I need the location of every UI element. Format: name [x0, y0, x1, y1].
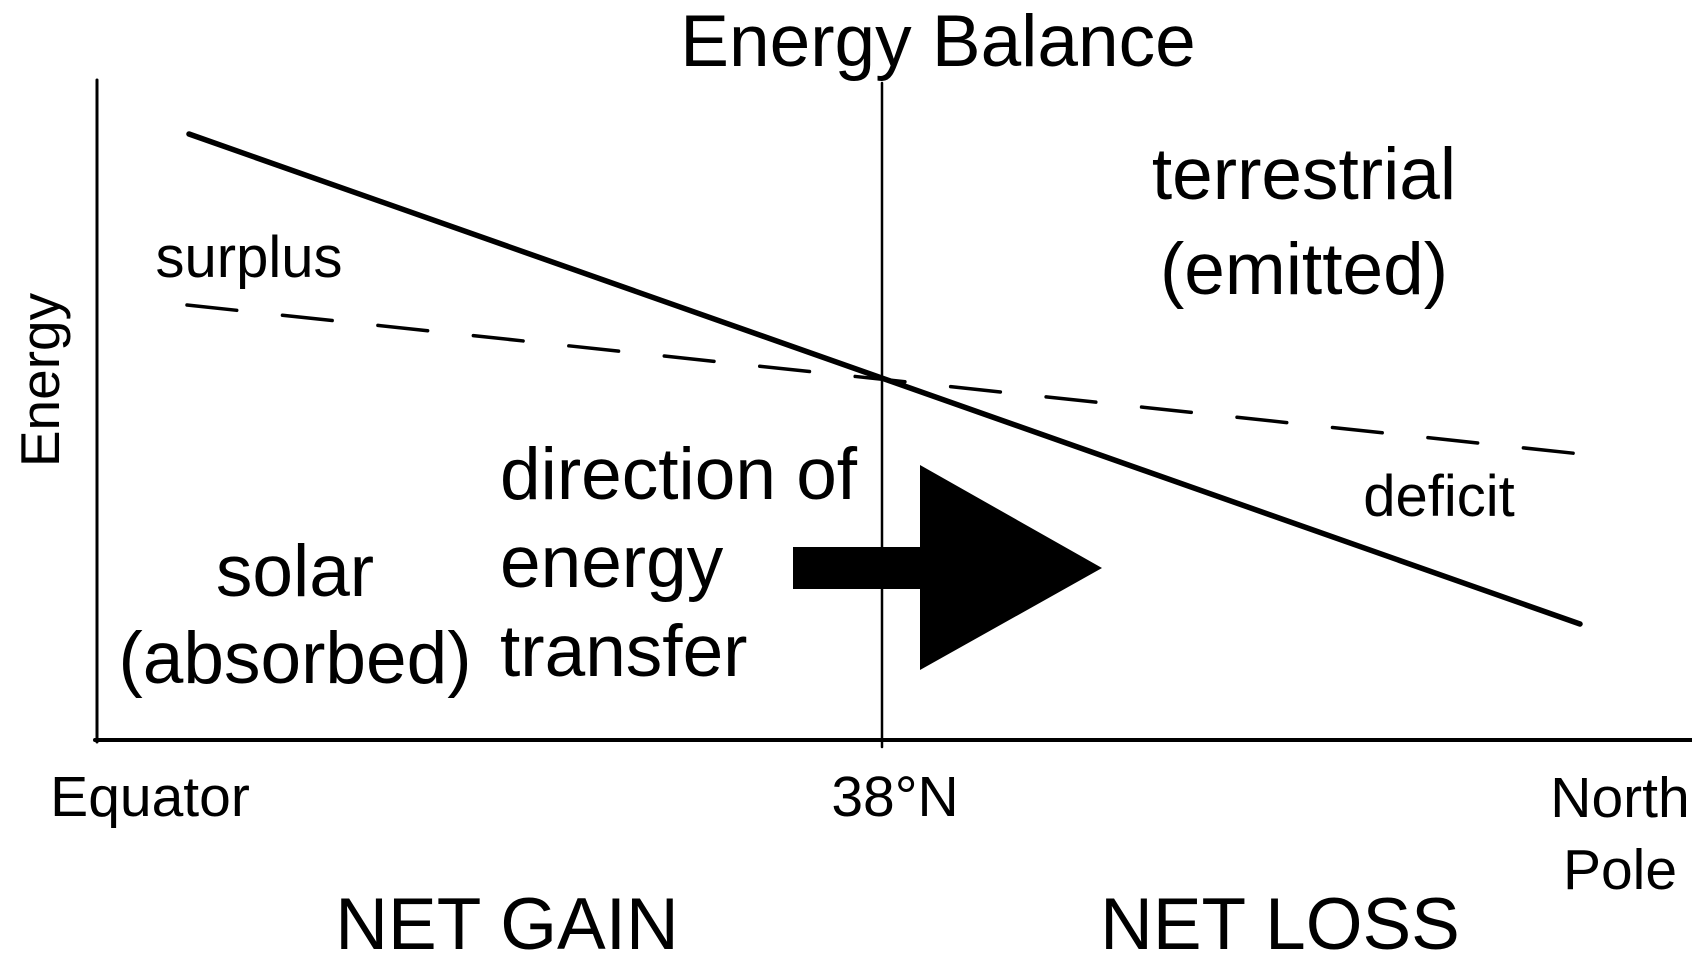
net-gain-region-label: NET GAIN — [335, 884, 679, 965]
deficit-annotation: deficit — [1363, 464, 1515, 529]
x-tick-equator: Equator — [50, 765, 250, 829]
energy-transfer-annotation: direction of energy transfer — [500, 434, 858, 692]
y-axis-label: Energy — [9, 292, 71, 468]
terrestrial-series-label: terrestrial (emitted) — [1151, 134, 1457, 310]
energy-transfer-arrow — [793, 465, 1102, 670]
net-loss-region-label: NET LOSS — [1100, 884, 1460, 965]
terrestrial-line — [185, 303, 1592, 457]
x-tick-north-pole: North Pole — [1550, 766, 1690, 902]
solar-series-label: solar (absorbed) — [118, 531, 472, 699]
surplus-annotation: surplus — [155, 225, 343, 290]
chart-title: Energy Balance — [680, 1, 1196, 82]
x-tick-38n: 38°N — [831, 765, 959, 829]
